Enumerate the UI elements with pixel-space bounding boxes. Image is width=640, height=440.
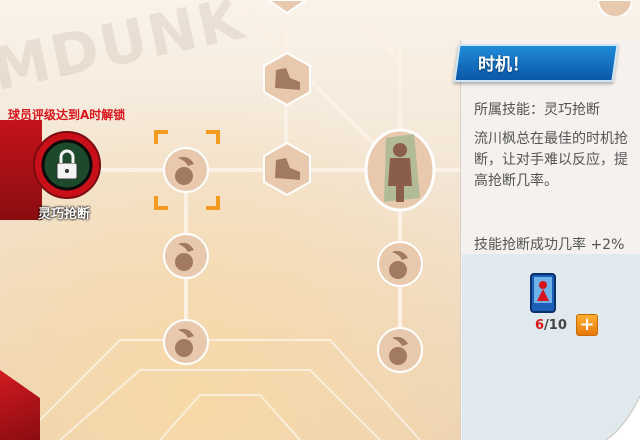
skill-node-steal-3[interactable] (162, 318, 210, 366)
skill-node-steal-2[interactable] (162, 232, 210, 280)
card-count: 6/10 (535, 318, 567, 333)
player-silhouette-icon (388, 143, 412, 202)
panel-info: 所属技能：灵巧抢断 流川枫总在最佳的时机抢断，让对手难以反应，提高抢断几率。 (474, 100, 634, 192)
unlock-hint: 球员评级达到A时解锁 (8, 108, 126, 122)
locked-skill-label: 灵巧抢断 (38, 207, 91, 222)
skill-description: 流川枫总在最佳的时机抢断，让对手难以反应，提高抢断几率。 (474, 131, 628, 189)
steal-icon (175, 328, 194, 357)
panel-title: 时机！ (478, 55, 529, 75)
shoe-icon (275, 158, 300, 180)
parent-skill-line: 所属技能：灵巧抢断 (474, 102, 600, 118)
steal-icon (389, 336, 408, 365)
skill-node-steal-4[interactable] (376, 240, 424, 288)
skill-node-top-partial[interactable] (268, 0, 306, 14)
steal-icon (389, 250, 408, 279)
card-count-max: /10 (544, 318, 567, 333)
shoe-icon (275, 68, 300, 90)
locked-skill-node[interactable] (32, 130, 102, 200)
skill-bonus: 技能抢断成功几率 +2% (474, 237, 625, 253)
card-count-current: 6 (535, 318, 545, 333)
skill-node-top-right-partial[interactable] (598, 0, 632, 16)
add-card-button[interactable]: + (576, 314, 598, 336)
lock-icon (56, 149, 78, 180)
steal-icon (175, 242, 194, 271)
skill-node-shoe-1[interactable] (262, 52, 312, 106)
skill-node-selected-steal[interactable] (162, 146, 210, 194)
page-curl-decoration (606, 396, 640, 440)
player-card-icon (530, 273, 556, 313)
skill-node-player-portrait[interactable] (364, 128, 436, 212)
court-floor-lines (19, 339, 421, 440)
skill-node-steal-5[interactable] (376, 326, 424, 374)
selection-bracket (154, 130, 220, 210)
skill-node-shoe-2[interactable] (262, 142, 312, 196)
steal-icon (175, 156, 194, 185)
